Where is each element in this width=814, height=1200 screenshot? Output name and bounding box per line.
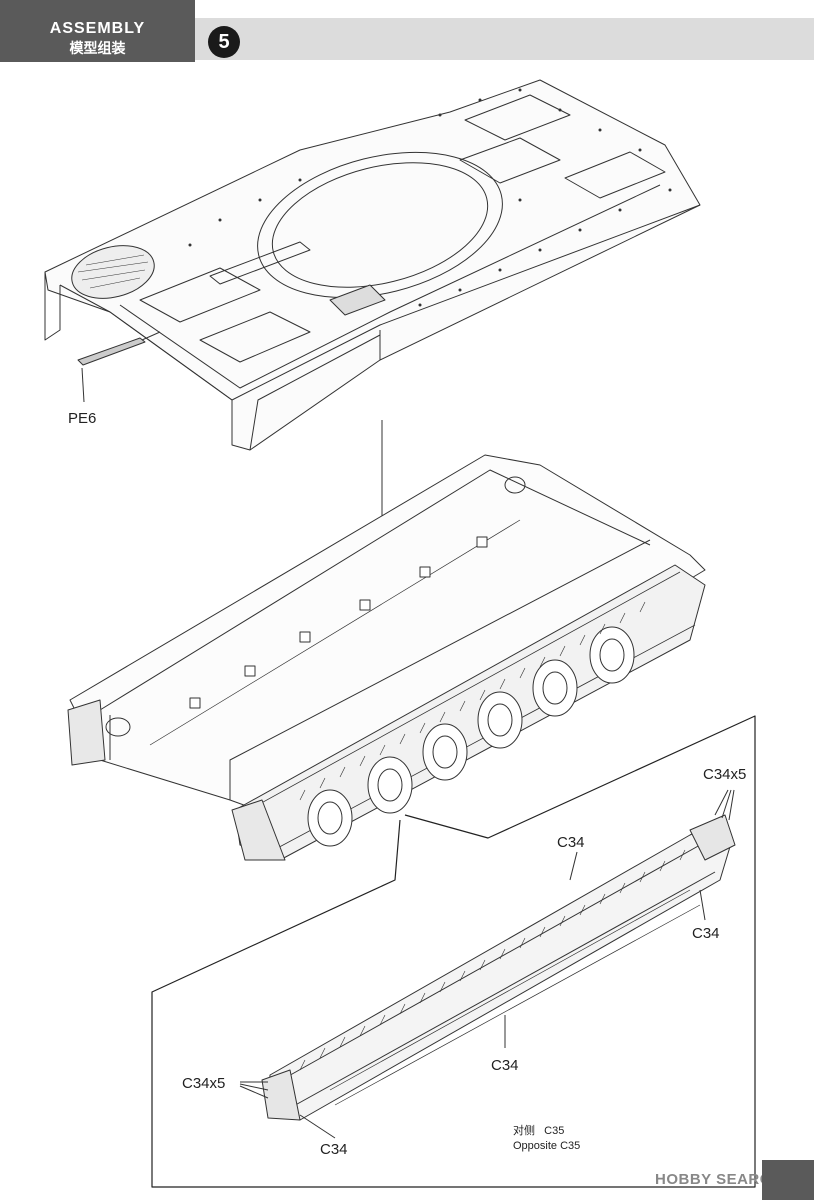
header-dark-block (0, 0, 195, 62)
part-label-c34-top: C34 (557, 834, 585, 851)
opposite-zh-text: 对侧 (513, 1124, 535, 1137)
upper-hull-drawing (44, 79, 701, 451)
header-title: ASSEMBLY 模型组装 (0, 2, 195, 58)
title-chinese: 模型组装 (69, 41, 126, 57)
step-number-badge: 5 (208, 26, 240, 58)
opposite-zh-part: C35 (544, 1125, 565, 1137)
page-corner-tab (762, 1160, 814, 1200)
callout-frame (151, 715, 756, 1188)
part-label-c34x5-left: C34x5 (182, 1075, 226, 1092)
lower-hull-drawing (67, 454, 706, 861)
track-detail-drawing (81, 367, 736, 1139)
part-label-c34x5-top: C34x5 (703, 766, 747, 783)
part-label-pe6: PE6 (68, 410, 97, 427)
opposite-note-zh: 对侧 C35 (513, 1124, 564, 1138)
step-header: ASSEMBLY 模型组装 5 (0, 0, 814, 62)
header-light-bar (195, 18, 814, 60)
hobby-search-watermark: HOBBY SEARCH (655, 1171, 783, 1188)
part-label-c34-mid: C34 (491, 1057, 519, 1074)
opposite-note-en: Opposite C35 (513, 1140, 581, 1152)
part-label-c34-right: C34 (692, 925, 720, 942)
title-english: ASSEMBLY (49, 20, 146, 37)
part-label-c34-bottom: C34 (320, 1141, 348, 1158)
